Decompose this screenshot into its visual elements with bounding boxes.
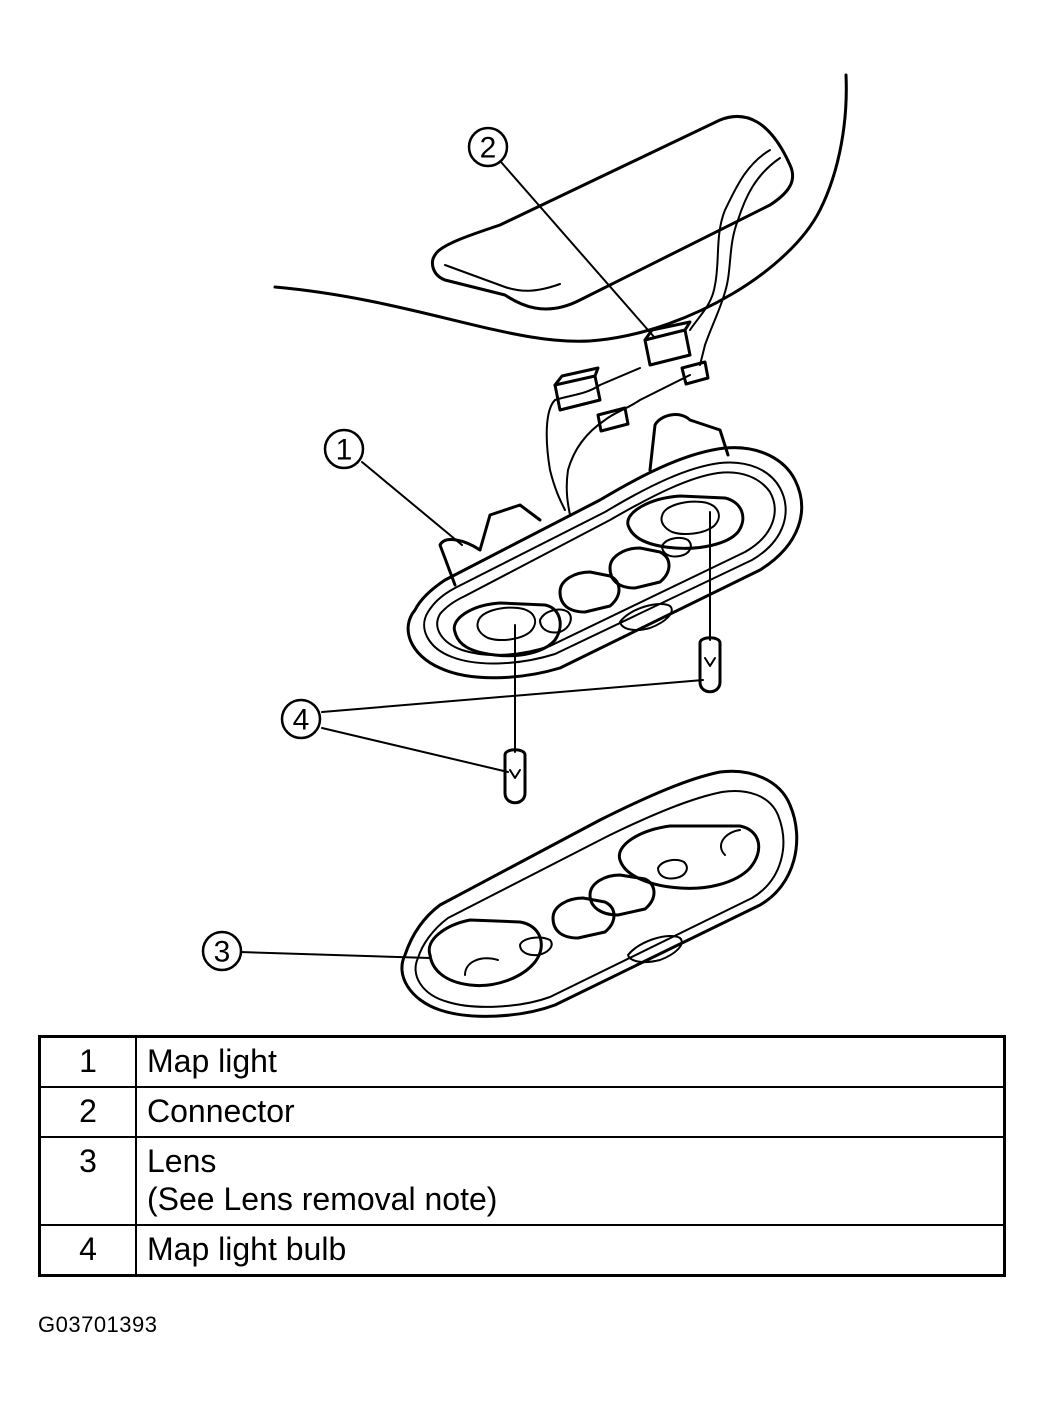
legend-description: Lens (See Lens removal note) (135, 1136, 1006, 1226)
callout-leaders (239, 161, 704, 959)
legend-description-text: Connector (147, 1093, 295, 1129)
connector-upper (643, 320, 710, 386)
callout-1-label: 1 (336, 434, 353, 467)
callout-4-label: 4 (293, 704, 310, 737)
legend-number: 3 (38, 1136, 137, 1226)
legend-description-text: Map light bulb (147, 1231, 347, 1267)
figure-id: G03701393 (38, 1312, 158, 1337)
parts-legend-table: 1 Map light 2 Connector 3 Lens (See Lens… (38, 1035, 1006, 1277)
exploded-view-diagram: 2 1 4 3 (201, 73, 848, 1018)
callout-2-label: 2 (480, 132, 497, 165)
callout-3-label: 3 (214, 936, 231, 969)
legend-description: Map light bulb (135, 1224, 1006, 1277)
callout-3: 3 (201, 930, 243, 972)
legend-description-text: Lens (147, 1143, 217, 1179)
legend-number: 2 (38, 1086, 137, 1138)
table-row: 4 Map light bulb (38, 1224, 1006, 1277)
legend-number: 1 (38, 1035, 137, 1088)
legend-number: 4 (38, 1224, 137, 1277)
map-light-housing (406, 413, 804, 680)
callout-4: 4 (280, 698, 322, 740)
map-light-bulb-left (503, 624, 527, 805)
legend-description: Map light (135, 1035, 1006, 1088)
callout-2: 2 (467, 126, 509, 168)
table-row: 2 Connector (38, 1086, 1006, 1138)
table-row: 1 Map light (38, 1035, 1006, 1088)
map-light-bulb-right (698, 511, 722, 694)
roof-headliner (273, 73, 848, 343)
legend-description-text: Map light (147, 1043, 277, 1079)
connector-lower (553, 366, 630, 433)
table-row: 3 Lens (See Lens removal note) (38, 1136, 1006, 1226)
callout-1: 1 (323, 428, 365, 470)
legend-description-note: (See Lens removal note) (147, 1181, 498, 1217)
lens (400, 769, 799, 1018)
wiring-harness (545, 149, 781, 516)
legend-description: Connector (135, 1086, 1006, 1138)
